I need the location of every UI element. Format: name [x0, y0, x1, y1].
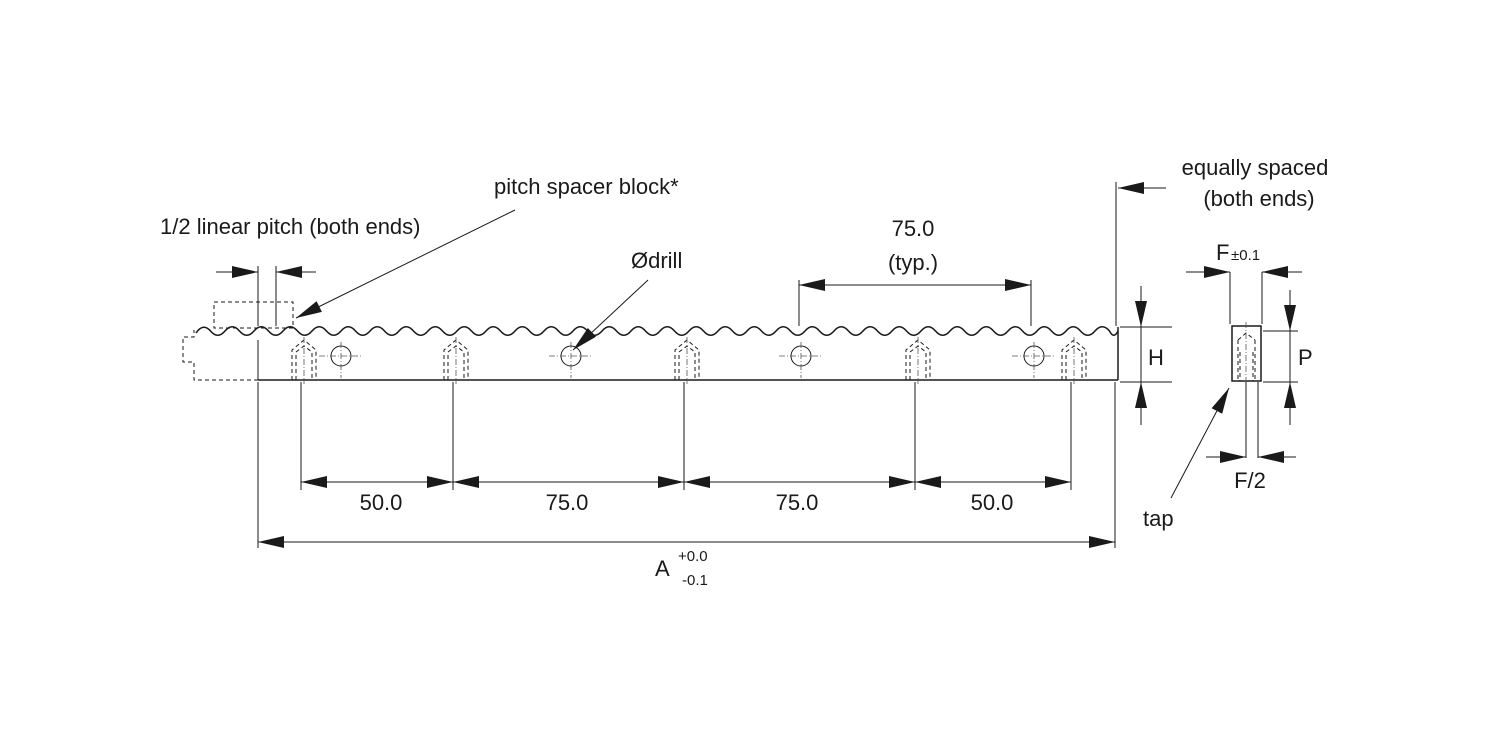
- F-label: F: [1216, 240, 1229, 265]
- rack-body: [195, 326, 1119, 381]
- counterbore-hole: [443, 337, 469, 384]
- half-pitch-dimension: 1/2 linear pitch (both ends): [160, 214, 421, 278]
- pitch-typ-value: 75.0: [892, 216, 935, 241]
- half-pitch-label: 1/2 linear pitch (both ends): [160, 214, 421, 239]
- counterbore-hole: [291, 337, 317, 384]
- drill-hole: [319, 342, 363, 378]
- dim-A-tol-lower: -0.1: [682, 572, 708, 589]
- drill-holes: [319, 342, 1056, 378]
- equally-spaced-line1: equally spaced: [1182, 155, 1329, 180]
- drill-leader: Ødrill: [572, 248, 682, 351]
- equally-spaced-line2: (both ends): [1203, 186, 1314, 211]
- dim-A-label: A: [655, 556, 670, 581]
- drill-hole: [779, 342, 823, 378]
- drill-hole: [549, 342, 593, 378]
- dim-75-left: 75.0: [546, 490, 589, 515]
- pitch-typ-note: (typ.): [888, 250, 938, 275]
- end-view: F ±0.1 P F/2 tap: [1143, 240, 1313, 531]
- height-dimension: H: [1135, 286, 1164, 425]
- drill-label: Ødrill: [631, 248, 682, 273]
- dim-75-right: 75.0: [776, 490, 819, 515]
- equally-spaced-callout: equally spaced (both ends): [1118, 155, 1328, 211]
- counterbore-holes: [291, 337, 1087, 384]
- pitch-spacer-label: pitch spacer block*: [494, 174, 679, 199]
- counterbore-hole: [905, 337, 931, 384]
- counterbore-hole: [674, 337, 700, 384]
- dim-50-left: 50.0: [360, 490, 403, 515]
- drill-hole: [1012, 342, 1056, 378]
- pitch-spacer-leader: pitch spacer block*: [295, 174, 679, 319]
- dimension-chain: 50.0 75.0 75.0 50.0: [301, 476, 1071, 515]
- P-label: P: [1298, 345, 1313, 370]
- F-tolerance: ±0.1: [1231, 247, 1260, 264]
- tap-label: tap: [1143, 506, 1174, 531]
- dim-A-tol-upper: +0.0: [678, 548, 708, 565]
- pitch-spacer-block: [182, 301, 294, 381]
- rack-teeth: [195, 326, 1119, 336]
- pitch-dimension: 75.0 (typ.): [799, 216, 1031, 291]
- dim-50-right: 50.0: [971, 490, 1014, 515]
- overall-length-dimension: A +0.0 -0.1: [258, 536, 1115, 589]
- height-label: H: [1148, 345, 1164, 370]
- counterbore-hole: [1061, 337, 1087, 384]
- F-half-label: F/2: [1234, 468, 1266, 493]
